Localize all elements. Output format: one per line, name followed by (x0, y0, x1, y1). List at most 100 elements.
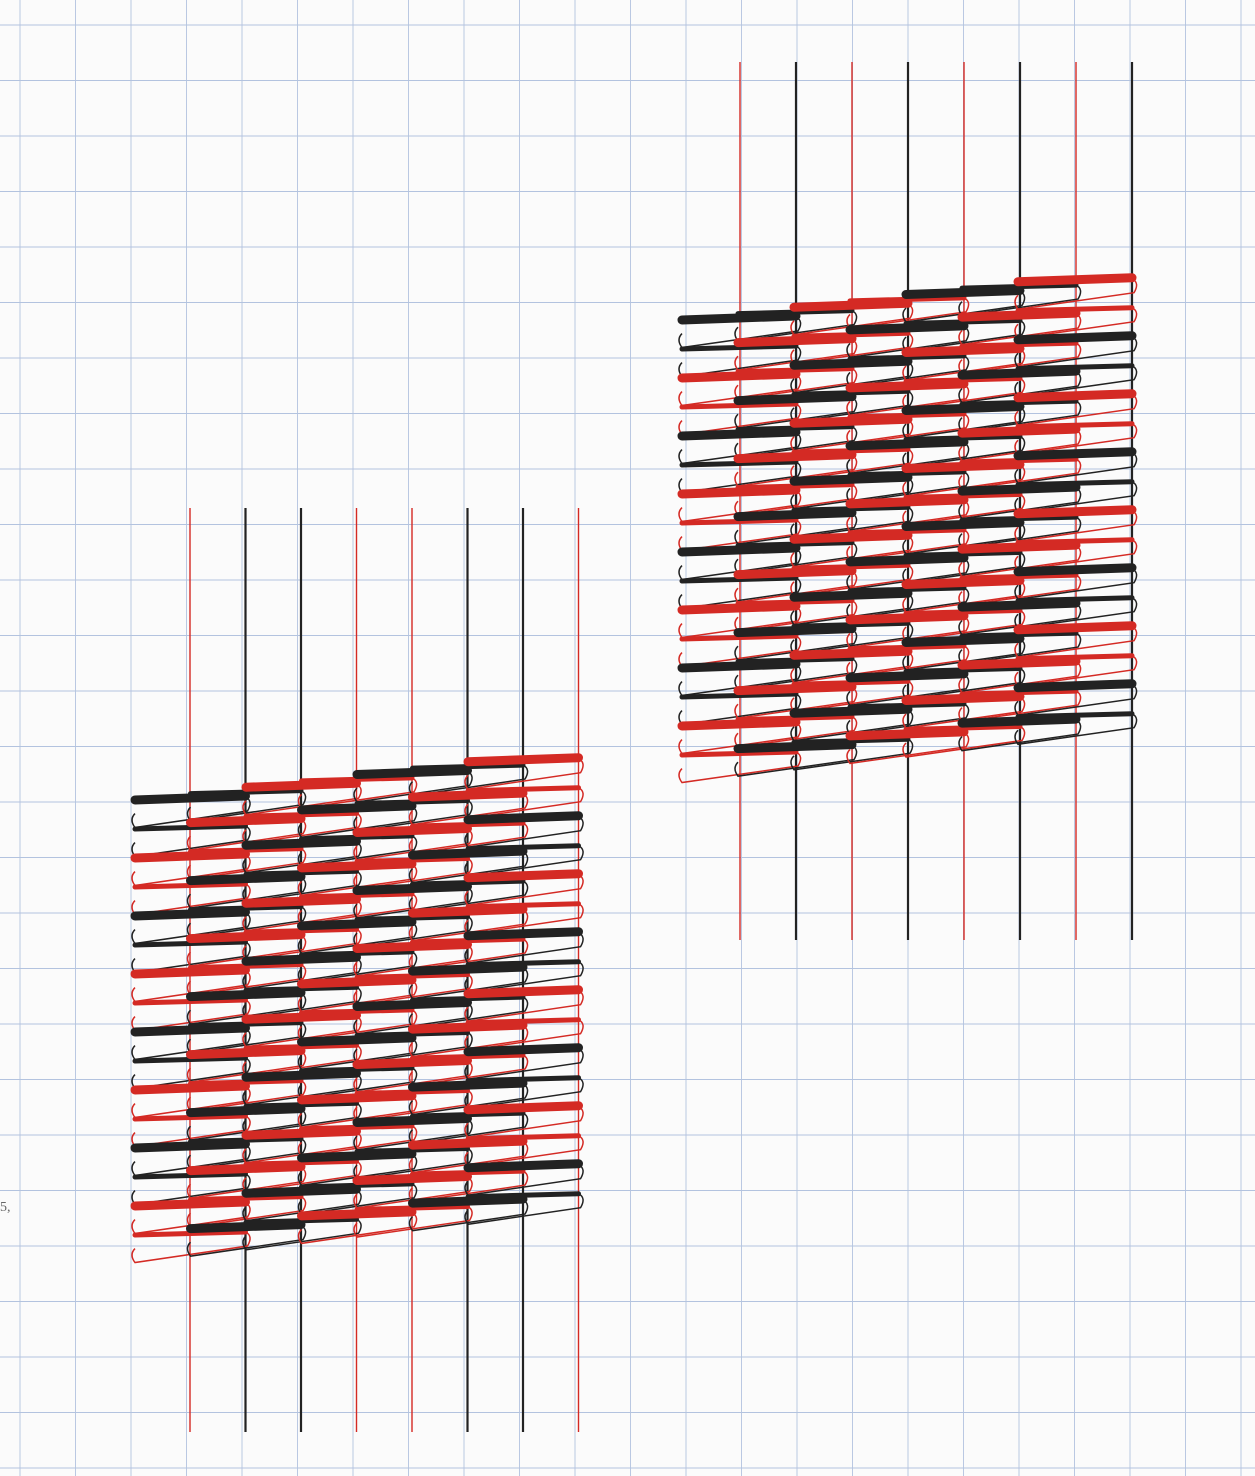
weft-float-red (962, 661, 1076, 665)
weft-float-black (906, 290, 1020, 294)
weft-float-red (1018, 540, 1132, 543)
weft-float-black (191, 993, 302, 997)
weft-float-red (962, 545, 1076, 549)
weft-float-black (357, 886, 468, 890)
weft-float-black (135, 1028, 246, 1032)
weft-float-red (135, 854, 246, 858)
weft-float-red (682, 490, 796, 494)
weft-float-red (135, 1086, 246, 1090)
weft-float-red (682, 722, 796, 726)
weft-float-red (794, 535, 908, 539)
weft-float-red (794, 303, 908, 307)
weft-float-red (468, 788, 579, 791)
weft-float-red (1018, 510, 1132, 514)
weft-float-black (794, 477, 908, 481)
weft-float-red (302, 1096, 413, 1100)
weft-float-red (962, 313, 1076, 317)
weft-float-red (302, 864, 413, 868)
weft-float-red (794, 419, 908, 423)
weft-float-black (246, 841, 357, 845)
weft-float-black (302, 1038, 413, 1042)
weft-float-black (1018, 482, 1132, 485)
weft-float-black (794, 361, 908, 365)
weft-float-black (962, 487, 1076, 491)
weft-float-black (468, 1164, 579, 1168)
weft-float-black (962, 603, 1076, 607)
weft-float-red (357, 944, 468, 948)
weft-float-black (794, 593, 908, 597)
weft-float-red (413, 793, 524, 797)
weft-float-red (246, 1131, 357, 1135)
weft-float-black (246, 1189, 357, 1193)
weft-float-black (302, 1154, 413, 1158)
weft-float-red (850, 500, 964, 504)
weft-float-black (1018, 714, 1132, 717)
weft-float-red (135, 970, 246, 974)
weft-float-red (468, 1106, 579, 1110)
weft-float-red (906, 464, 1020, 468)
weft-float-red (191, 1051, 302, 1055)
weft-float-black (302, 806, 413, 810)
weft-float-red (794, 651, 908, 655)
weft-float-red (357, 1060, 468, 1064)
edge-mark-text: 5, (0, 1200, 11, 1216)
weft-float-black (962, 719, 1076, 723)
weft-float-red (738, 687, 852, 691)
weft-float-red (468, 990, 579, 994)
weft-float-red (413, 909, 524, 913)
weft-float-red (906, 348, 1020, 352)
weft-float-black (135, 1144, 246, 1148)
weft-float-black (1018, 684, 1132, 688)
weft-float-black (191, 1225, 302, 1229)
weft-float-black (468, 962, 579, 965)
weft-float-red (357, 1176, 468, 1180)
weft-float-black (191, 1109, 302, 1113)
weft-float-black (413, 967, 524, 971)
weft-float-black (850, 326, 964, 330)
weft-float-black (413, 1199, 524, 1203)
weft-float-black (357, 1002, 468, 1006)
weft-float-red (906, 696, 1020, 700)
weft-float-red (1018, 656, 1132, 659)
weft-float-red (1018, 394, 1132, 398)
weft-float-red (1018, 278, 1132, 282)
weft-float-red (246, 899, 357, 903)
weft-float-red (906, 580, 1020, 584)
weft-float-black (682, 548, 796, 552)
weft-float-black (682, 432, 796, 436)
weft-float-black (906, 638, 1020, 642)
weft-float-black (357, 770, 468, 774)
weft-float-black (468, 932, 579, 936)
weft-float-black (738, 397, 852, 401)
weft-float-red (468, 1136, 579, 1139)
weft-float-red (1018, 308, 1132, 311)
weft-float-red (191, 819, 302, 823)
weft-float-black (135, 796, 246, 800)
weft-float-red (246, 783, 357, 787)
weft-float-black (413, 1083, 524, 1087)
weft-float-red (738, 339, 852, 343)
weft-float-red (1018, 424, 1132, 427)
weft-float-red (302, 1212, 413, 1216)
weft-float-red (962, 429, 1076, 433)
weft-float-black (413, 851, 524, 855)
weft-float-black (468, 1194, 579, 1197)
weft-float-red (468, 1020, 579, 1023)
weft-float-black (906, 522, 1020, 526)
weft-float-red (357, 828, 468, 832)
weft-float-red (246, 1015, 357, 1019)
weft-float-black (1018, 336, 1132, 340)
right-weave-drawdown (679, 62, 1137, 940)
weft-float-black (906, 406, 1020, 410)
weft-float-black (738, 745, 852, 749)
weft-float-black (246, 957, 357, 961)
weft-float-black (468, 1048, 579, 1052)
weft-float-red (413, 1141, 524, 1145)
weft-float-black (246, 1073, 357, 1077)
weft-float-black (135, 912, 246, 916)
weft-float-black (850, 442, 964, 446)
weft-float-black (962, 371, 1076, 375)
weft-float-black (1018, 366, 1132, 369)
weft-float-black (1018, 452, 1132, 456)
